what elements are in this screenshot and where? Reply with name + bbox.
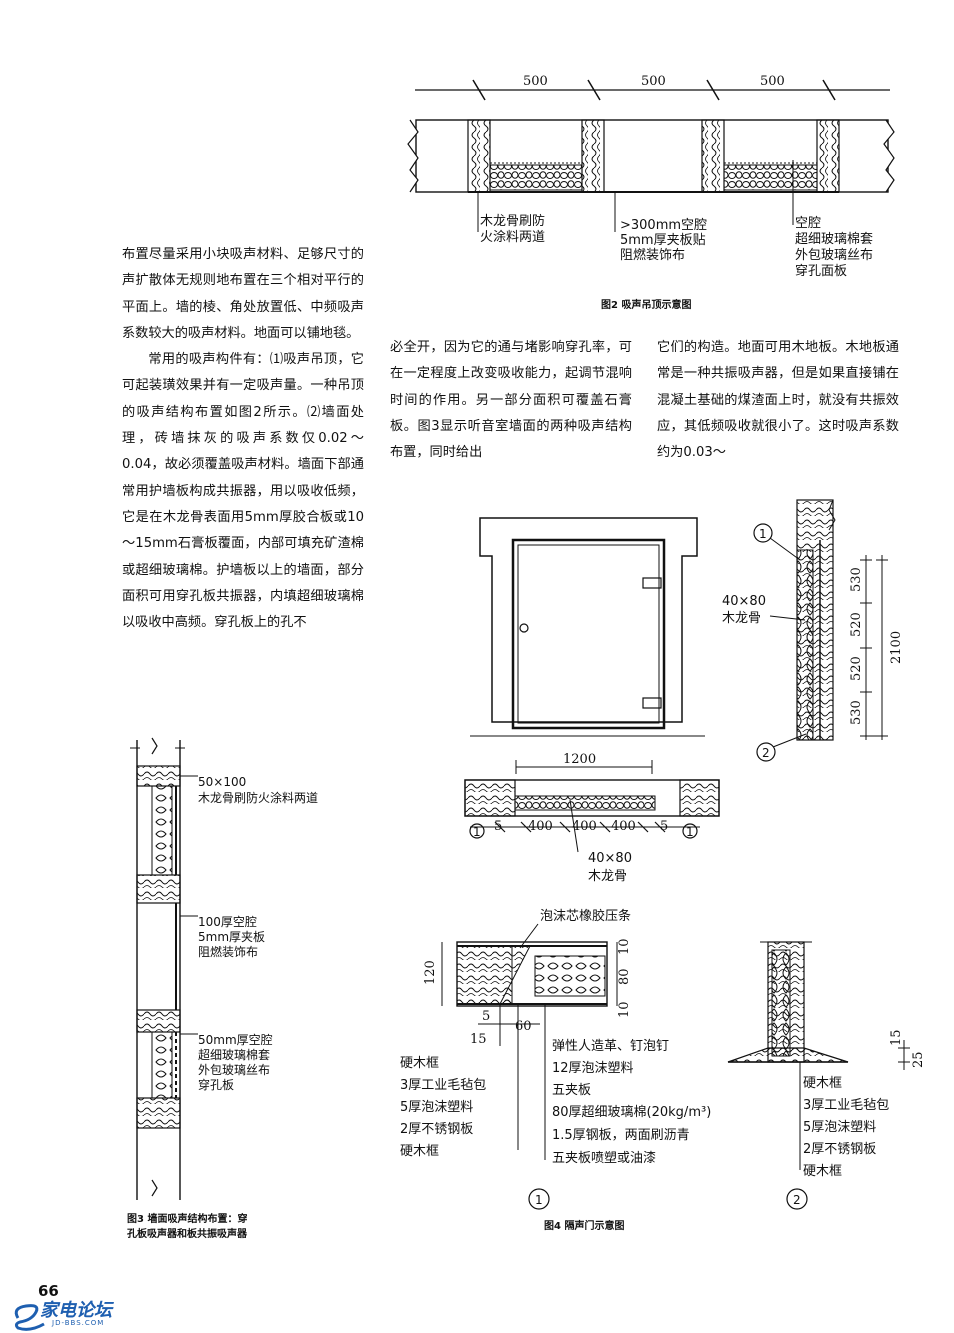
forum-logo-subtext: JD-BBS.COM — [52, 1319, 105, 1327]
paragraph: 它们的构造。地面可用木地板。木地板通常是一种共振吸声器，但是如果直接铺在混凝土基… — [657, 340, 899, 461]
dimension-label: 500 — [760, 74, 785, 89]
side-dim: 530 — [849, 700, 864, 725]
section-marker-label: 1 — [473, 825, 481, 839]
detail-dim: 5 — [482, 1009, 490, 1024]
figure-4-caption: 图4 隔声门示意图 — [544, 1221, 625, 1232]
forum-logo-text: 家电论坛 — [40, 1300, 112, 1321]
figure-4-side: 1 2 40×80 木龙骨 530 520 520 530 2100 — [722, 499, 904, 762]
glass-wool — [723, 164, 818, 191]
door-width: 1200 — [563, 752, 596, 767]
wood-joist — [816, 119, 840, 193]
glass-wool — [489, 164, 583, 191]
page-number: 66 — [38, 1282, 59, 1300]
door-frame — [479, 517, 698, 723]
hinge — [642, 697, 662, 709]
plan-dim: 400 — [611, 819, 636, 834]
figure-3-caption: 图3 墙面吸声结构布置：穿 孔板吸声器和板共振吸声器 — [127, 1212, 247, 1242]
paragraph: 布置尽量采用小块吸声材料、足够尺寸的声扩散体无规则地布置在三个相对平行的平面上。… — [122, 247, 364, 341]
plan-dim: 400 — [528, 819, 553, 834]
figure-2-caption: 图2 吸声吊顶示意图 — [601, 300, 692, 311]
figure-4-detail-2: 15 25 硬木框 3厚工业毛毡包 5厚泡沫塑料 2厚不锈钢板 硬木框 2 — [727, 941, 926, 1210]
detail-dim: 10 — [617, 1001, 632, 1018]
dimension-ticks — [472, 79, 836, 101]
text-column-1: 布置尽量采用小块吸声材料、足够尺寸的声扩散体无规则地布置在三个相对平行的平面上。… — [122, 242, 364, 636]
fig3-label-wood: 50×100 木龙骨刷防火涂料两道 — [198, 775, 318, 805]
wood-block — [136, 1009, 181, 1033]
caption-line: 孔板吸声器和板共振吸声器 — [127, 1229, 247, 1240]
paragraph: 必全开，因为它的通与堵影响穿孔率，可在一定程度上改变吸收能力，起调节混响时间的作… — [390, 340, 632, 461]
section-marker-label: 1 — [759, 527, 767, 541]
paragraph: 常用的吸声构件有：⑴吸声吊顶，它可起装璜效果并有一定吸声量。一种吊顶的吸声结构布… — [122, 352, 364, 631]
detail-1-left-labels: 硬木框 3厚工业毛毡包 5厚泡沫塑料 2厚不锈钢板 硬木框 — [400, 1056, 490, 1159]
detail-dim: 120 — [423, 960, 438, 985]
detail-2-labels: 硬木框 3厚工业毛毡包 5厚泡沫塑料 2厚不锈钢板 硬木框 — [803, 1076, 893, 1179]
forum-logo-icon — [14, 1304, 45, 1331]
fig3-label-perforated: 50mm厚空腔 超细玻璃棉套 外包玻璃丝布 穿孔板 — [198, 1032, 276, 1092]
dimension-label: 500 — [641, 74, 666, 89]
detail-marker-label: 2 — [793, 1193, 801, 1207]
glass-wool — [151, 1031, 173, 1099]
detail-dim: 15 — [470, 1032, 487, 1047]
door-leaf — [511, 538, 666, 730]
detail-1-right-labels: 弹性人造革、钉泡钉 12厚泡沫塑料 五夹板 80厚超细玻璃棉(20kg/m³) … — [552, 1039, 715, 1166]
detail-dim: 15 — [889, 1029, 904, 1046]
wood-block — [136, 765, 181, 787]
text-column-3: 它们的构造。地面可用木地板。木地板通常是一种共振吸声器，但是如果直接铺在混凝土基… — [657, 335, 899, 466]
figure-3: 50×100 木龙骨刷防火涂料两道 100厚空腔 5mm厚夹板 阻燃装饰布 50… — [130, 737, 318, 1200]
section-marker — [682, 823, 698, 839]
plan-dim: 400 — [572, 819, 597, 834]
side-dim: 520 — [849, 612, 864, 637]
wood-joist — [701, 119, 725, 193]
wood-joist — [467, 119, 491, 193]
side-dim: 520 — [849, 656, 864, 681]
detail-dim: 60 — [515, 1019, 532, 1034]
section-marker-label: 2 — [762, 746, 770, 760]
door-handle — [519, 623, 529, 633]
section-marker — [469, 823, 485, 839]
text-column-2: 必全开，因为它的通与堵影响穿孔率，可在一定程度上改变吸收能力，起调节混响时间的作… — [390, 335, 632, 466]
glass-wool — [151, 785, 173, 876]
detail-dim: 80 — [617, 968, 632, 985]
caption-line: 图3 墙面吸声结构布置：穿 — [127, 1214, 248, 1225]
figure-4-detail-1: 泡沫芯橡胶压条 120 10 80 10 5 15 60 硬木框 3厚工业毛毡包… — [400, 908, 715, 1210]
wood-block — [136, 1097, 181, 1129]
detail-marker — [528, 1188, 550, 1210]
hinge — [642, 577, 662, 589]
detail-marker-label: 1 — [535, 1193, 543, 1207]
detail-dim: 25 — [911, 1051, 926, 1068]
figure-2: 500 500 500 木龙骨刷防 火涂料两道 >300mm空腔 5mm厚夹板贴… — [407, 74, 895, 279]
section-marker-label: 1 — [686, 825, 694, 839]
side-label: 40×80 木龙骨 — [722, 594, 770, 626]
figure-4-plan: 1200 5 400 400 400 5 1 1 40×80 木龙骨 — [464, 752, 720, 884]
strip-label: 泡沫芯橡胶压条 — [540, 908, 631, 924]
fig2-label-cavity: >300mm空腔 5mm厚夹板贴 阻燃装饰布 — [620, 218, 711, 263]
fig3-label-panel: 100厚空腔 5mm厚夹板 阻燃装饰布 — [198, 914, 269, 959]
dimension-label: 500 — [523, 74, 548, 89]
fig2-label-perforated: 空腔 超细玻璃棉套 外包玻璃丝布 穿孔面板 — [795, 216, 877, 279]
side-total: 2100 — [889, 631, 904, 664]
figure-4-elevation — [470, 517, 705, 737]
plan-dim: 5 — [660, 819, 668, 834]
side-dim: 530 — [849, 567, 864, 592]
wood-block — [136, 874, 181, 904]
fig2-label-wood: 木龙骨刷防 火涂料两道 — [480, 213, 549, 245]
plan-label: 40×80 木龙骨 — [588, 851, 636, 884]
wood-joist — [581, 119, 605, 193]
plan-dim: 5 — [494, 819, 502, 834]
detail-dim: 10 — [617, 938, 632, 955]
detail-marker — [786, 1188, 808, 1210]
